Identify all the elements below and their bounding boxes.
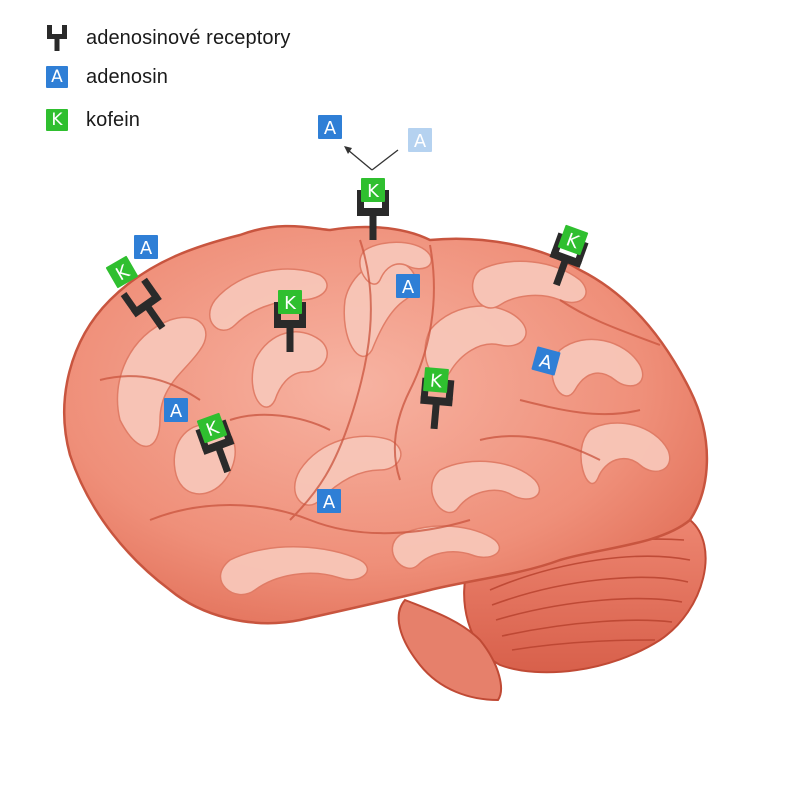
caffeine-badge-top: K bbox=[361, 178, 385, 202]
adenosine-badge-released: A bbox=[318, 115, 342, 139]
legend-label-adenosine: adenosin bbox=[86, 65, 168, 88]
svg-text:A: A bbox=[140, 238, 153, 259]
legend-adenosine: A adenosin bbox=[44, 64, 168, 90]
brain-stem bbox=[397, 598, 502, 702]
adenosine-badge-left-top: A bbox=[134, 235, 158, 259]
adenosine-badge-right-mid: A bbox=[531, 346, 561, 376]
svg-text:K: K bbox=[284, 293, 297, 314]
caffeine-badge-center: K bbox=[423, 367, 449, 393]
svg-text:A: A bbox=[324, 118, 337, 139]
caffeine-badge-icon: K bbox=[44, 107, 70, 133]
release-arrow bbox=[347, 149, 399, 171]
adenosine-badge-temporal: A bbox=[317, 489, 341, 513]
svg-text:A: A bbox=[323, 492, 336, 513]
caffeine-badge-frontal: K bbox=[278, 290, 302, 314]
svg-text:K: K bbox=[429, 371, 444, 393]
svg-text:A: A bbox=[170, 401, 183, 422]
adenosine-badge-icon: A bbox=[44, 64, 70, 90]
svg-text:A: A bbox=[402, 277, 415, 298]
legend-receptors: adenosinové receptory bbox=[44, 25, 290, 51]
receptor-top bbox=[357, 190, 389, 240]
caffeine-badge-right: K bbox=[557, 224, 589, 256]
legend-caffeine: K kofein bbox=[44, 107, 140, 133]
legend-label-receptors: adenosinové receptory bbox=[86, 26, 291, 49]
arrow-head bbox=[344, 146, 352, 154]
adenosine-badge-parietal: A bbox=[396, 274, 420, 298]
caffeine-badge-left-lower: K bbox=[196, 412, 228, 444]
sulci bbox=[99, 239, 661, 535]
legend-label-caffeine: kofein bbox=[86, 108, 140, 131]
receptor-right bbox=[549, 232, 589, 287]
receptor-frontal bbox=[274, 302, 306, 352]
adenosine-badge-left-mid: A bbox=[164, 398, 188, 422]
adenosine-badge-faded: A bbox=[408, 128, 432, 152]
receptor-icon bbox=[44, 25, 70, 51]
receptor-left-top bbox=[120, 277, 166, 330]
svg-text:K: K bbox=[367, 181, 380, 202]
cerebellum-folds bbox=[487, 538, 691, 651]
caffeine-badge-left-top: K bbox=[105, 255, 139, 289]
svg-text:A: A bbox=[414, 131, 427, 152]
